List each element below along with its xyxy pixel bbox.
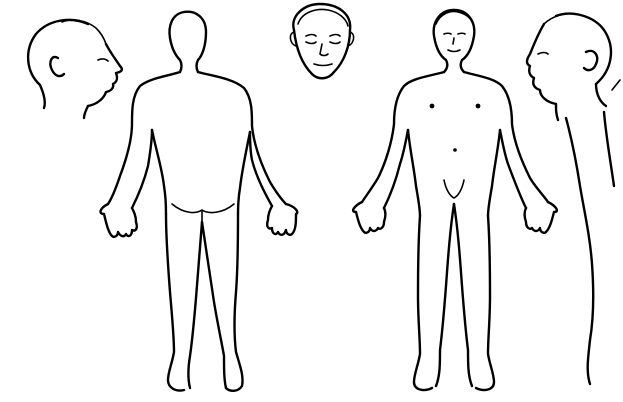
body-posterior-icon bbox=[101, 12, 298, 391]
face-frontal-icon bbox=[290, 4, 353, 78]
head-right-profile-icon bbox=[527, 13, 620, 120]
head-left-profile-icon bbox=[28, 20, 122, 118]
body-anterior-icon bbox=[353, 10, 557, 390]
body-side-outline-icon bbox=[566, 112, 614, 384]
